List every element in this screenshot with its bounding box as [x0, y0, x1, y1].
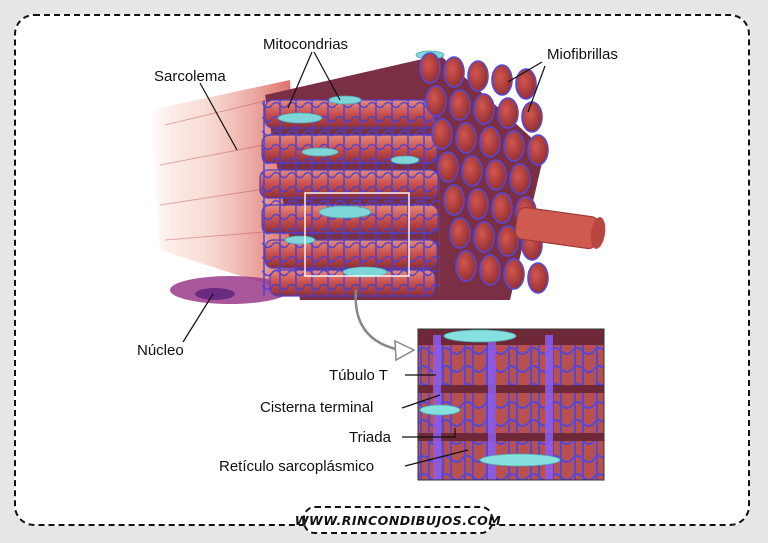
label-miofibrillas: Miofibrillas	[547, 46, 618, 63]
zoom-inset	[417, 328, 605, 481]
myofibril-end	[479, 126, 501, 158]
myofibril-end	[497, 225, 519, 257]
myofibril-end	[443, 56, 465, 88]
myofibril-end	[515, 68, 537, 100]
myofibril-end	[497, 97, 519, 129]
myofibril-end	[509, 163, 531, 195]
myofibril-end	[473, 93, 495, 125]
myofibril-end	[419, 52, 441, 84]
myofibril-end	[521, 101, 543, 133]
myofibril-end	[443, 184, 465, 216]
myofibril-end	[527, 262, 549, 294]
myofibril-end	[449, 217, 471, 249]
myofibril-end	[455, 122, 477, 154]
label-cisterna-terminal: Cisterna terminal	[260, 399, 374, 416]
myofibril-end	[437, 151, 459, 183]
leader-lines	[182, 51, 546, 467]
label-tubulo-t: Túbulo T	[329, 367, 388, 384]
myofibril-bundle	[259, 50, 606, 300]
label-sarcolema: Sarcolema	[154, 68, 226, 85]
myofibril-end	[467, 60, 489, 92]
myofibril-end	[473, 221, 495, 253]
label-reticulo-sarcoplasmico: Retículo sarcoplásmico	[219, 458, 375, 475]
myofibril-end	[461, 155, 483, 187]
label-triada: Triada	[349, 429, 391, 446]
myofibril-end	[425, 85, 447, 117]
myofibril-end	[485, 159, 507, 191]
myofibril-end	[479, 254, 501, 286]
label-nucleo: Núcleo	[137, 342, 184, 359]
magnify-region	[304, 192, 410, 277]
myofibril-end	[449, 89, 471, 121]
myofibril-end	[503, 258, 525, 290]
website-badge: WWW.RINCONDIBUJOS.COM	[295, 506, 501, 534]
myofibril-end	[491, 64, 513, 96]
myofibril-end	[527, 134, 549, 166]
label-mitocondrias: Mitocondrias	[263, 36, 349, 53]
magnify-arrow	[354, 289, 401, 352]
myofibril-end	[467, 188, 489, 220]
myofibril-end	[503, 130, 525, 162]
myofibril-end	[455, 250, 477, 282]
myofibril-end	[431, 118, 453, 150]
myofibril-end	[491, 192, 513, 224]
